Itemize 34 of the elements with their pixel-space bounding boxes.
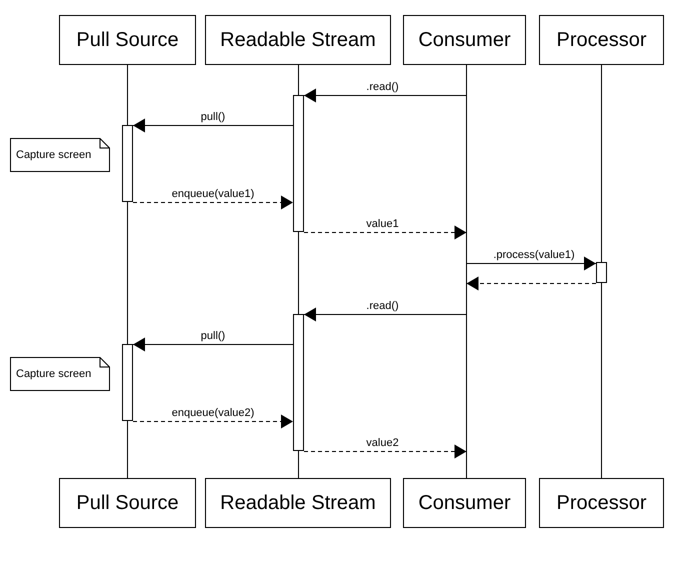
- participant-box: Pull Source: [59, 15, 196, 65]
- activation-bar: [122, 344, 133, 421]
- participant-box: Pull Source: [59, 478, 196, 528]
- activation-bar: [293, 314, 304, 451]
- activation-bar: [596, 262, 607, 283]
- note-box: Capture screen: [10, 357, 110, 391]
- participant-box: Readable Stream: [205, 15, 391, 65]
- note-box: Capture screen: [10, 138, 110, 172]
- lifeline: [466, 65, 467, 478]
- return-arrow: [466, 276, 596, 290]
- edge-label: .read(): [365, 81, 400, 94]
- lifeline: [601, 65, 602, 478]
- edge-label: .read(): [365, 300, 400, 313]
- return-arrow: [132, 414, 294, 428]
- message-arrow: [304, 88, 467, 102]
- edge-label: .process(value1): [492, 249, 576, 262]
- return-arrow: [304, 444, 467, 458]
- participant-box: Processor: [539, 478, 664, 528]
- participant-box: Readable Stream: [205, 478, 391, 528]
- activation-bar: [293, 95, 304, 232]
- participant-box: Consumer: [403, 15, 526, 65]
- edge-label: enqueue(value1): [170, 188, 256, 201]
- activation-bar: [122, 125, 133, 202]
- message-arrow: [466, 256, 596, 270]
- edge-label: pull(): [200, 330, 226, 343]
- message-arrow: [304, 308, 467, 322]
- return-arrow: [132, 196, 294, 210]
- message-arrow: [132, 118, 294, 132]
- edge-label: pull(): [200, 111, 226, 124]
- participant-box: Processor: [539, 15, 664, 65]
- return-arrow: [304, 226, 467, 240]
- message-arrow: [132, 338, 294, 352]
- edge-label: enqueue(value2): [170, 407, 256, 420]
- participant-box: Consumer: [403, 478, 526, 528]
